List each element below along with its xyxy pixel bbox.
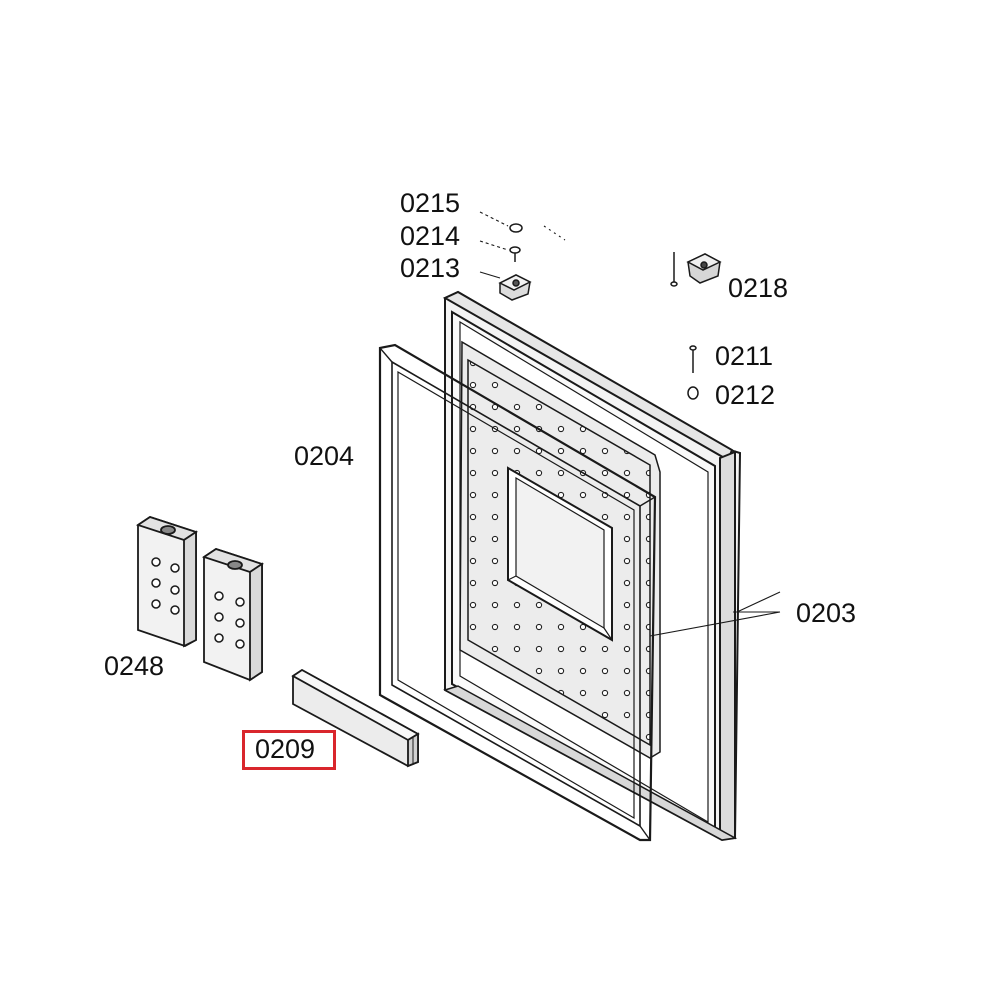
- ice-pack-left: [135, 516, 199, 648]
- ice-pack-right: [201, 548, 265, 682]
- label-0218: 0218: [728, 273, 789, 303]
- label-0248: 0248: [104, 651, 165, 681]
- leader-lines: [479, 211, 781, 637]
- highlight-box-0209: [242, 730, 336, 770]
- label-0203: 0203: [796, 598, 857, 628]
- label-0214: 0214: [400, 221, 461, 251]
- door-outer-panel: [442, 290, 742, 842]
- label-0204: 0204: [294, 441, 355, 471]
- bar-strip-0209: [291, 668, 420, 768]
- label-0211: 0211: [715, 341, 774, 371]
- hinge-pin-0218-icon: [670, 252, 722, 287]
- hinge-block-0213-icon: [498, 274, 532, 301]
- screw-0211-icon: [689, 345, 697, 373]
- washer-0215-icon: [509, 223, 523, 233]
- label-0215: 0215: [400, 188, 461, 218]
- label-0209: 0209: [255, 734, 316, 764]
- label-0213: 0213: [400, 253, 461, 283]
- door-gasket: [378, 343, 657, 842]
- label-0212: 0212: [715, 380, 776, 410]
- washer-0212-icon: [687, 386, 699, 400]
- screw-0214-icon: [509, 246, 521, 262]
